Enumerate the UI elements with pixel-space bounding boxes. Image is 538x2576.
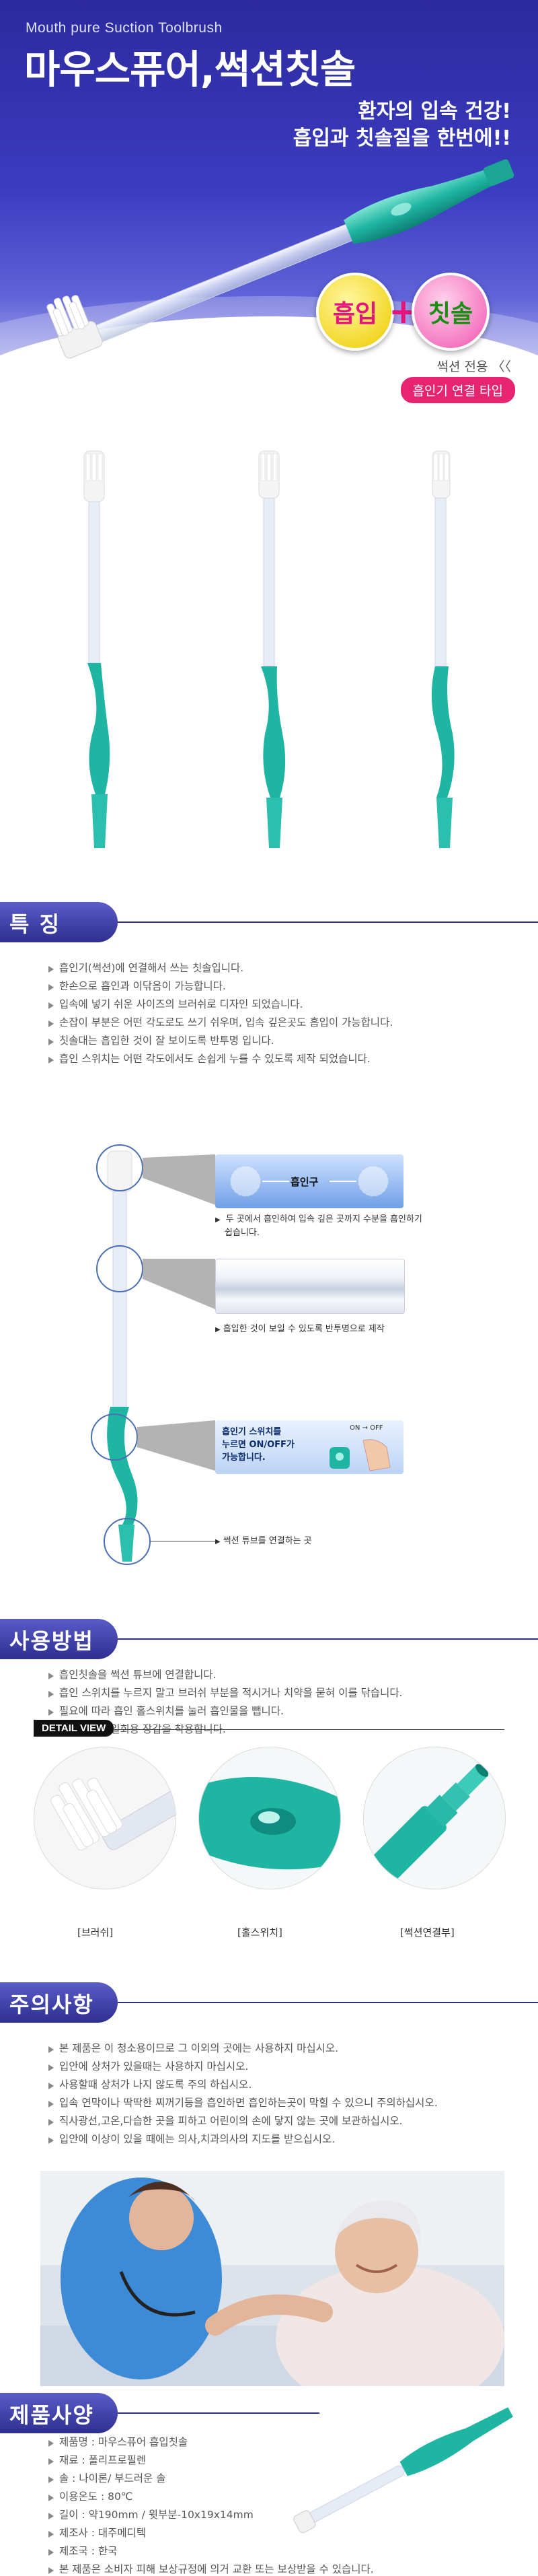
spec-title: 제품사양	[9, 2402, 94, 2428]
toothbrush-front-view	[258, 450, 286, 848]
switch-off-label: OFF	[370, 1424, 383, 1432]
list-item: 직사광선,고온,다습한 곳을 피하고 어린이의 손에 닿지 않는 곳에 보관하십…	[47, 2112, 438, 2130]
hero-slogan-line1: 환자의 입속 건강!	[358, 100, 511, 123]
list-item: 길이 : 약190mm / 윗부분-10x19x14mm	[47, 2506, 374, 2524]
list-item: 흡인기(썩션)에 연결해서 쓰는 칫솔입니다.	[47, 959, 393, 977]
inlet-note: 두 곳에서 흡인하여 입속 깊은 곳까지 수분을 흡인하기 쉽습니다.	[215, 1213, 422, 1239]
spec-header: 제품사양	[0, 2393, 538, 2433]
list-item: 이용온도 : 80℃	[47, 2488, 374, 2506]
list-item: 본 제품은 이 청소용이므로 그 이외의 곳에는 사용하지 마십시오.	[47, 2040, 438, 2058]
brush-closeup-image	[34, 1747, 176, 1889]
caution-title: 주의사항	[9, 1992, 94, 2017]
list-item: 사용할때 상처가 나지 않도록 주의 하십시오.	[47, 2076, 438, 2094]
detail-brush-circle	[34, 1747, 176, 1889]
toothbrush-badge: 칫솔	[412, 273, 490, 351]
usage-title: 사용방법	[9, 1628, 94, 1654]
detail-caption-connector: [썩션연결부]	[400, 1926, 455, 1939]
switch-on-label: ON	[350, 1424, 360, 1432]
list-item: 칫솔대는 흡입한 것이 잘 보이도록 반투명 입니다.	[47, 1032, 393, 1050]
list-item: 제조국 : 한국	[47, 2542, 374, 2561]
connector-closeup-image	[364, 1747, 505, 1889]
detail-switch-circle	[198, 1747, 341, 1889]
list-item: 입속 연막이나 딱딱한 찌꺼기등을 흡인하면 흡인하는곳이 막힐 수 있으니 주…	[47, 2094, 438, 2112]
care-photo	[40, 2171, 504, 2386]
list-item: 입안에 상처가 있을때는 사용하지 마십시오.	[47, 2058, 438, 2076]
connection-type-pill: 흡인기 연결 타입	[400, 377, 515, 403]
finger-press-icon	[330, 1439, 391, 1471]
detail-caption-switch: [홀스위치]	[237, 1926, 282, 1939]
toothbrush-spec-image	[293, 2407, 513, 2534]
list-item: 본 제품은 소비자 피해 보상규정에 의거 교환 또는 보상받을 수 있습니다.	[47, 2561, 374, 2576]
usage-header: 사용방법	[0, 1619, 538, 1659]
list-item: 제조사 : 대주메디텍	[47, 2524, 374, 2542]
hero-subtitle: Mouth pure Suction Toolbrush	[26, 20, 223, 36]
feature-diagram: 흡인구 두 곳에서 흡인하여 입속 깊은 곳까지 수분을 흡인하기 쉽습니다. …	[0, 1131, 538, 1568]
list-item: 흡인칫솔을 썩션 튜브에 연결합니다.	[47, 1666, 403, 1684]
list-item: 재료 : 폴리프로필렌	[47, 2451, 374, 2470]
detail-view-tag: DETAIL VIEW	[34, 1720, 114, 1737]
features-title: 특 징	[9, 911, 61, 937]
caution-list: 본 제품은 이 청소용이므로 그 이외의 곳에는 사용하지 마십시오. 입안에 …	[47, 2040, 438, 2149]
switch-text-line2: 누르면 ON/OFF가	[222, 1440, 295, 1450]
features-header: 특 징	[0, 902, 538, 942]
list-item: 필요에 따라 흡인 홀스위치를 눌러 흡인물을 뺍니다.	[47, 1702, 403, 1720]
list-item: 솔 : 나이론/ 부드러운 솔	[47, 2470, 374, 2488]
detail-caption-brush: [브러쉬]	[77, 1926, 114, 1939]
connector-note: 썩션 튜브를 연결하는 곳	[215, 1535, 312, 1548]
list-item: 흡인 스위치를 누르지 말고 브러쉬 부분을 적시거나 치약을 묻혀 이를 닦습…	[47, 1684, 403, 1702]
detail-connector-circle	[363, 1747, 506, 1889]
hero-title: 마우스퓨어,썩션칫솔	[24, 46, 356, 92]
diagram-illustration	[91, 1144, 215, 1565]
suction-badge: 흡입	[316, 273, 394, 351]
spec-list: 제품명 : 마우스퓨어 흡입칫솔 재료 : 폴리프로필렌 솔 : 나이론/ 부드…	[47, 2433, 374, 2576]
features-list: 흡인기(썩션)에 연결해서 쓰는 칫솔입니다. 한손으로 흡인과 이닦음이 가능…	[47, 959, 393, 1068]
product-views	[0, 424, 538, 882]
list-item: 제품명 : 마우스퓨어 흡입칫솔	[47, 2433, 374, 2451]
switch-detail-box: 흡인기 스위치를 누르면 ON/OFF가 가능합니다. ON → OFF	[215, 1420, 404, 1474]
list-item: 한손으로 흡인과 이닦음이 가능합니다.	[47, 977, 393, 996]
list-item: 손잡이 부분은 어떤 각도로도 쓰기 쉬우며, 입속 깊은곳도 흡입이 가능합니…	[47, 1014, 393, 1032]
inlet-detail-box: 흡인구	[215, 1154, 404, 1208]
hero-slogan-line2: 흡입과 칫솔질을 한번에!!	[293, 127, 511, 150]
list-item: 입속에 넣기 쉬운 사이즈의 브러쉬로 디자인 되었습니다.	[47, 996, 393, 1014]
switch-closeup-image	[199, 1747, 340, 1889]
toothbrush-hero-image	[46, 159, 514, 359]
shaft-note: 흡입한 것이 보일 수 있도록 반투명으로 제작	[215, 1323, 385, 1336]
switch-text-line1: 흡인기 스위치를	[222, 1427, 282, 1437]
hero-banner: Mouth pure Suction Toolbrush 마우스퓨어,썩션칫솔 …	[0, 0, 538, 424]
nurse-and-patient-image	[40, 2171, 504, 2386]
caution-header: 주의사항	[0, 1982, 538, 2023]
toothbrush-side-view-2	[431, 450, 455, 848]
toothbrush-side-view-1	[83, 450, 110, 848]
switch-text-line3: 가능합니다.	[222, 1453, 266, 1463]
inlet-label: 흡인구	[291, 1176, 319, 1188]
list-item: 흡인 스위치는 어떤 각도에서도 손쉽게 누를 수 있도록 제작 되었습니다.	[47, 1050, 393, 1068]
shaft-detail-box	[215, 1259, 405, 1314]
suction-only-label: 썩션 전용 〈〈	[436, 359, 512, 374]
list-item: 입안에 이상이 있을 때에는 의사,치과의사의 지도를 받으십시오.	[47, 2130, 438, 2149]
